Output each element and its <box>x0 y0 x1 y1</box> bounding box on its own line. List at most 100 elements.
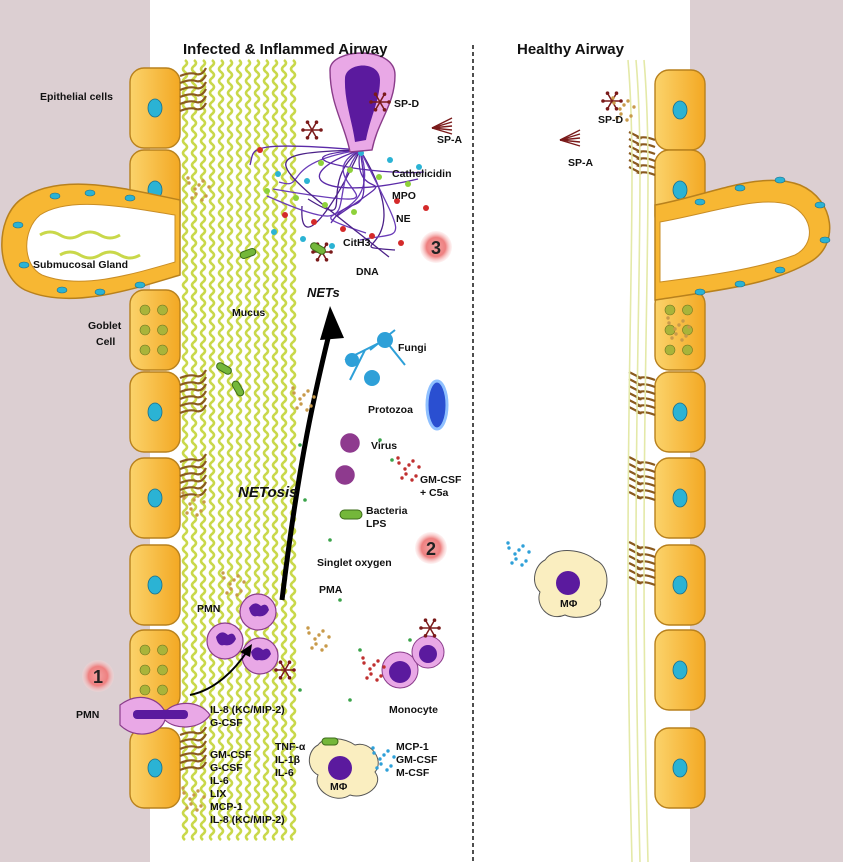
label-netosis: NETosis <box>238 484 297 501</box>
cytokine-dot <box>506 541 510 545</box>
left-tissue-bg <box>0 0 150 862</box>
label-bacteria: Bacteria <box>366 505 408 517</box>
net-protein-dot <box>318 160 324 166</box>
sp-d-tip <box>373 92 378 97</box>
nucleus <box>672 488 688 508</box>
cilium <box>179 747 207 758</box>
cilium <box>628 371 656 382</box>
sp-a-arm <box>431 127 453 135</box>
macrophage-right <box>534 550 608 618</box>
nucleus <box>672 575 688 595</box>
cilium <box>628 456 656 467</box>
mucin-granule <box>157 324 168 336</box>
green-dot <box>328 538 332 542</box>
cilium <box>179 376 207 387</box>
cytokine-dot <box>674 332 678 336</box>
list-item: MCP-1 <box>210 801 243 813</box>
cytokine-dot <box>299 402 303 406</box>
cilium <box>628 166 656 177</box>
cytokine-dot <box>397 461 401 465</box>
bacteria-icon <box>339 509 363 520</box>
nucleus <box>147 488 163 508</box>
cilium <box>628 159 656 170</box>
cytokine-dot <box>225 591 229 595</box>
cilium <box>628 569 656 580</box>
mucin-granule <box>664 324 676 336</box>
mucin-granule <box>664 344 676 356</box>
sp-d-tip <box>382 107 387 112</box>
cytokine-dot <box>182 791 186 795</box>
net-protein-dot <box>275 171 281 177</box>
cytokine-dot <box>321 629 325 633</box>
cytokine-dot <box>403 467 407 471</box>
label-mpo: MPO <box>392 190 416 202</box>
cytokine-dot <box>666 316 670 320</box>
sp-d-tip <box>605 106 610 111</box>
cytokine-dot <box>196 789 200 793</box>
cytokine-dot <box>513 552 517 556</box>
cytokine-dot <box>379 762 383 766</box>
cilium <box>628 548 656 559</box>
list-item: IL-8 (KC/MIP-2) <box>210 814 285 826</box>
net-protein-dot <box>282 212 288 218</box>
cytokine-dot <box>375 766 379 770</box>
cytokine-dot <box>199 804 203 808</box>
cytokine-dot <box>320 648 324 652</box>
cytokine-dot <box>185 806 189 810</box>
net-protein-dot <box>322 202 328 208</box>
cytokine-dot <box>228 582 232 586</box>
cytokine-dot <box>306 626 310 630</box>
netosis-arrow <box>279 306 344 601</box>
cilium <box>179 474 207 485</box>
list-item: MCP-1 <box>396 741 429 753</box>
label-macrophage-right: MΦ <box>560 598 578 610</box>
mucin-granule <box>139 684 151 696</box>
cilium <box>179 67 207 78</box>
mucin-granule <box>664 304 676 316</box>
cytokine-dot <box>507 546 511 550</box>
cytokine-dot <box>612 101 616 105</box>
healthy-mucus-lines <box>627 59 649 862</box>
badge-1: 1 <box>82 660 114 692</box>
cilium <box>628 562 656 573</box>
cytokine-dot <box>382 753 386 757</box>
submucosal-gland-right <box>654 176 831 301</box>
cytokine-dot <box>199 509 203 513</box>
cytokine-dot <box>189 802 193 806</box>
bacterium <box>310 242 326 255</box>
sp-d-tip <box>605 91 610 96</box>
cytokine-dot <box>232 578 236 582</box>
cytokine-dot <box>197 183 201 187</box>
cytokine-dot <box>312 395 316 399</box>
mucin-granule <box>682 344 693 356</box>
list-item: TNF-α <box>275 741 306 753</box>
cilium <box>179 726 207 737</box>
cytokine-dot <box>521 544 525 548</box>
mucin-granule <box>157 684 168 696</box>
sp-d-tip <box>382 92 387 97</box>
nucleus <box>147 758 163 778</box>
cilium <box>179 733 207 744</box>
net-protein-dot <box>271 229 277 235</box>
net-protein-dot <box>405 181 411 187</box>
sp-d-tip <box>614 91 619 96</box>
cytokine-dot <box>310 646 314 650</box>
badge-3: 3 <box>420 231 452 263</box>
mucin-granule <box>139 324 151 336</box>
cytokine-dot <box>392 755 396 759</box>
cilium <box>179 390 207 401</box>
cilium <box>628 576 656 587</box>
list-item: IL-1β <box>275 754 301 766</box>
cytokine-dot <box>619 112 623 116</box>
badge-2: 2 <box>415 532 447 564</box>
mucin-granule <box>157 664 168 676</box>
nucleus <box>672 100 688 120</box>
sp-d-tip <box>423 633 428 638</box>
submucosal-gland-left <box>1 183 181 300</box>
mucus-strand <box>226 58 234 842</box>
cytokine-dot <box>632 105 636 109</box>
badge-3-text: 3 <box>431 238 441 258</box>
cytokine-dot <box>202 500 206 504</box>
mucus-strand <box>262 58 270 842</box>
cilium <box>179 88 207 99</box>
